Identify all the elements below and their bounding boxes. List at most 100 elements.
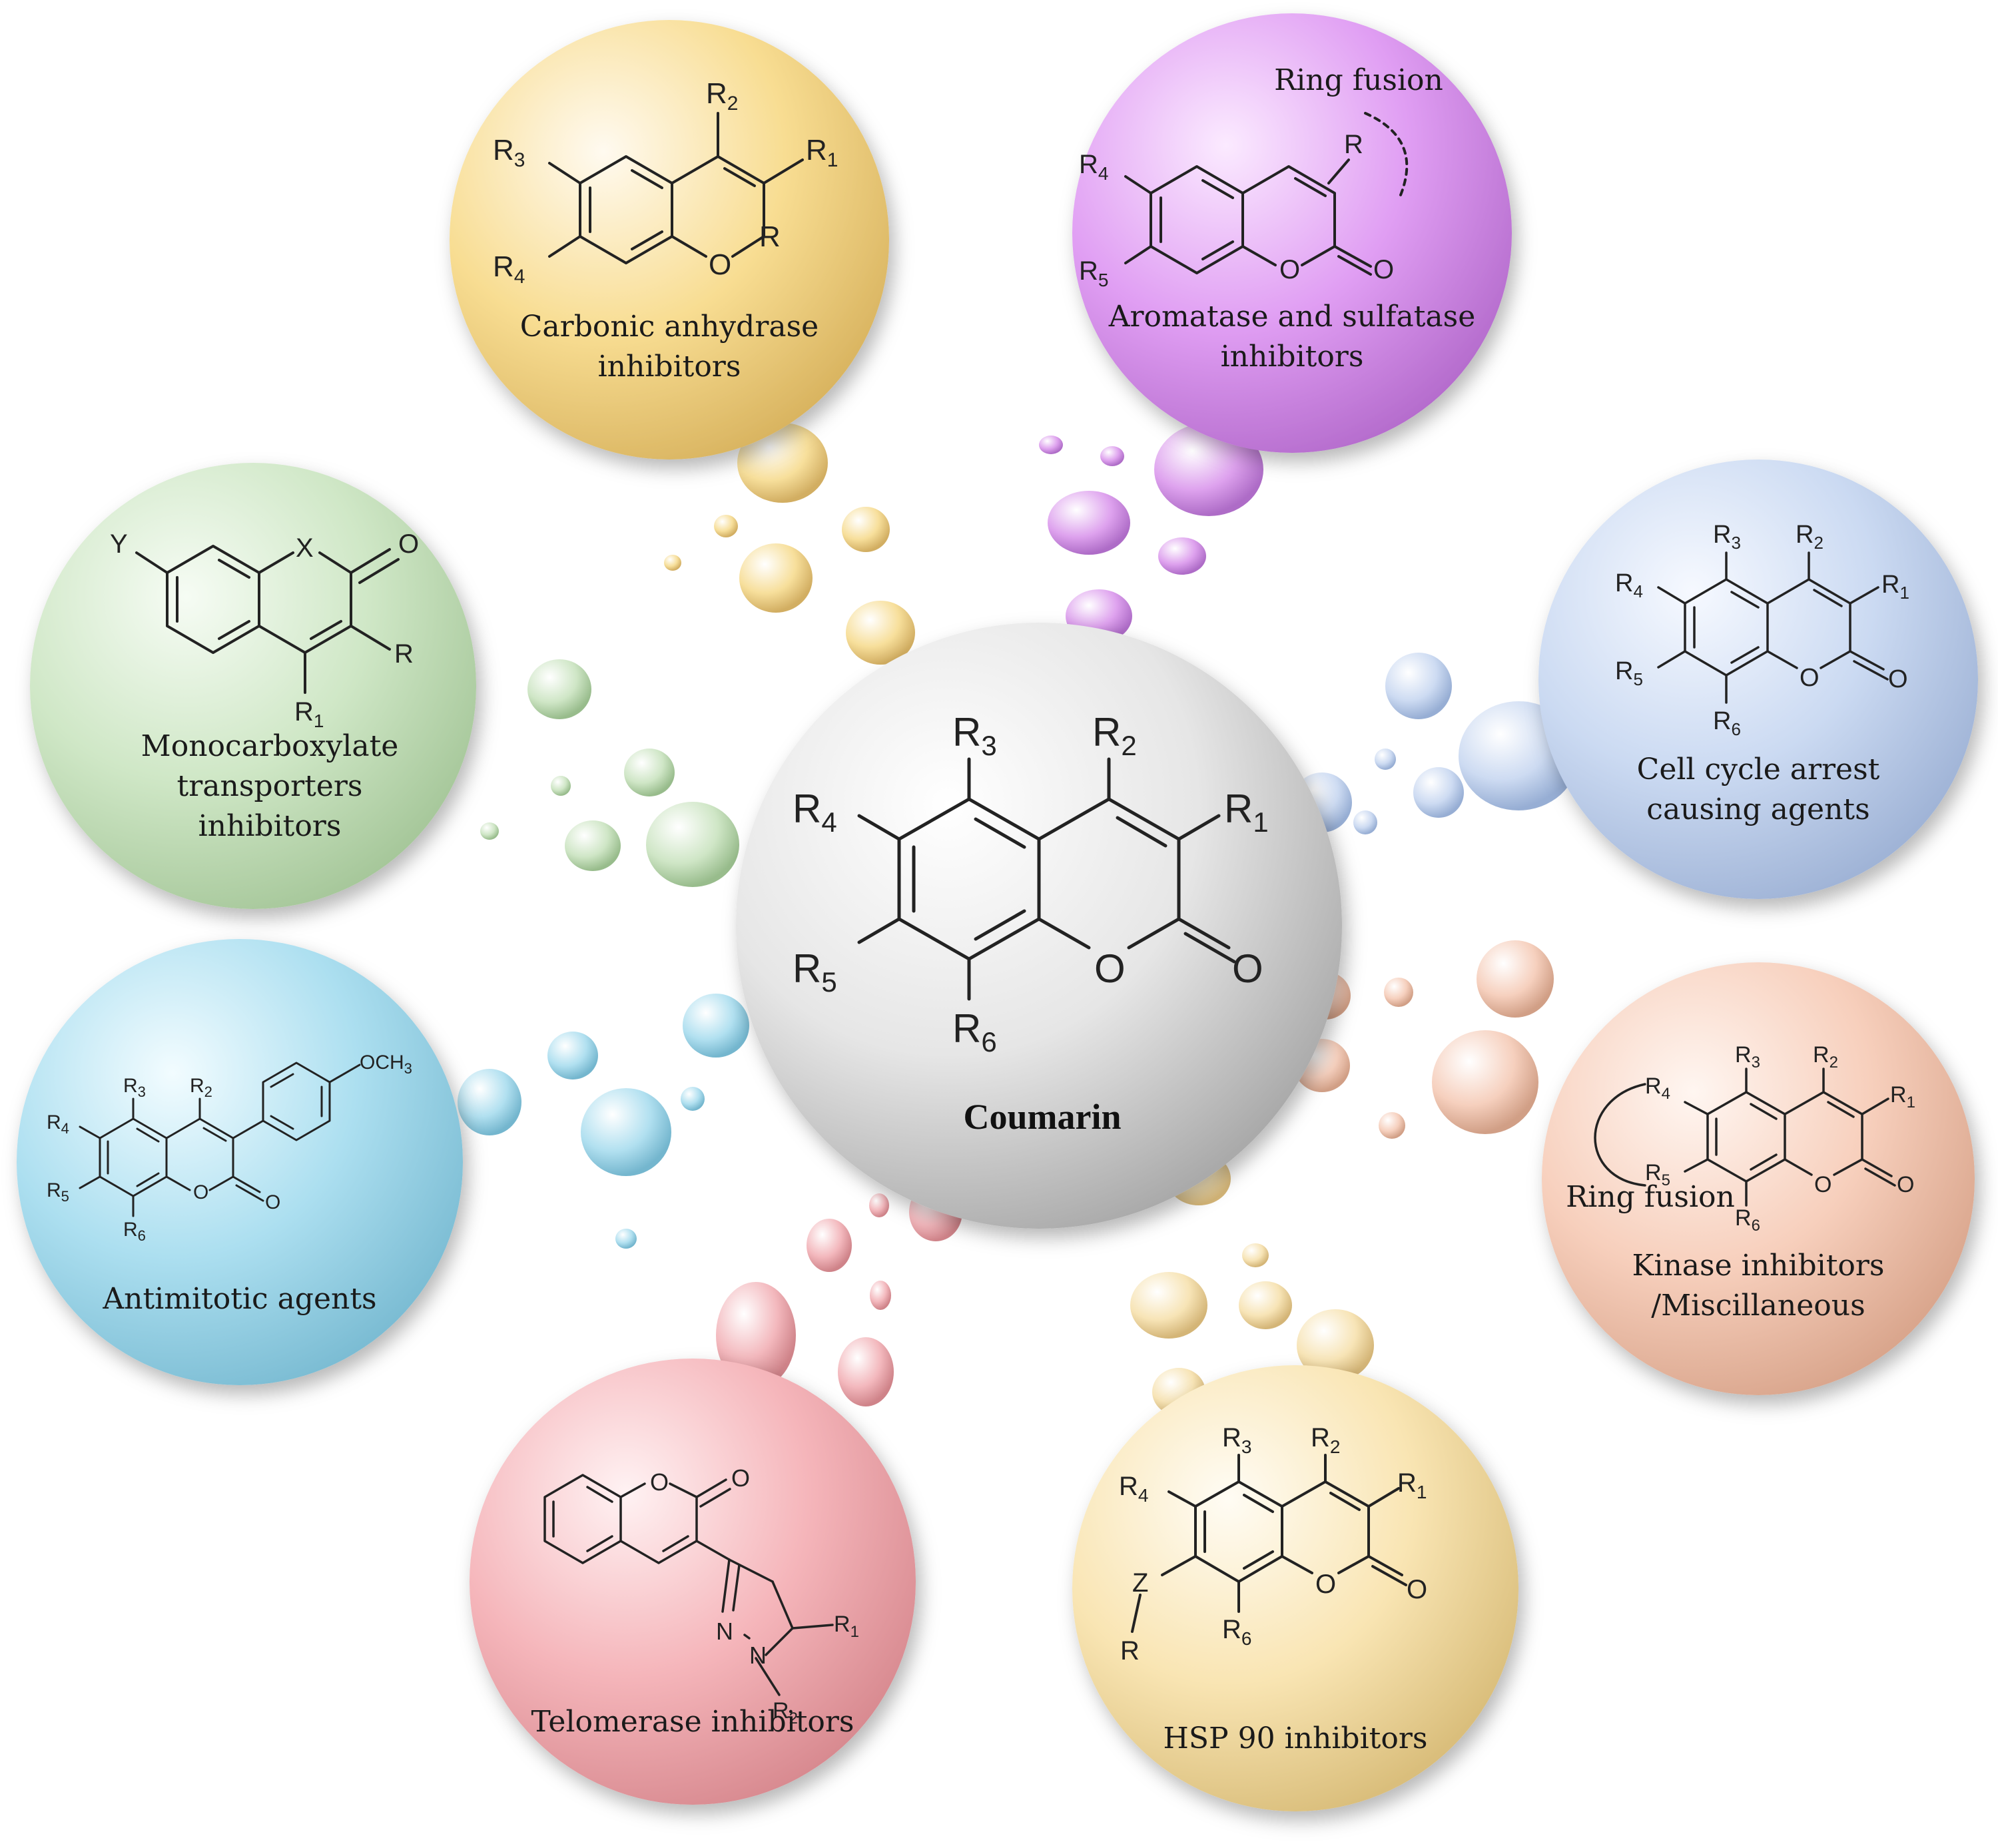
node-hsp90: R3 R2 R1 R4 R6 Z R O O HSP 90 inhibitors — [1072, 1365, 1518, 1811]
bubble — [547, 1032, 598, 1079]
atoms-telomerase: O O N N R1 R2 — [650, 1464, 859, 1727]
atom-subscript: 1 — [850, 1623, 859, 1641]
bubble — [1297, 1309, 1374, 1381]
atom-r2: R — [706, 77, 727, 110]
atom-subscript: 4 — [1138, 1485, 1149, 1506]
structure-carbonic — [548, 112, 804, 264]
atom-r4: R — [1645, 1074, 1662, 1099]
bubble — [716, 1282, 796, 1388]
atom-o-keto: O — [1373, 255, 1394, 284]
label-cell-2: causing agents — [1646, 792, 1869, 826]
bubble — [1379, 1112, 1405, 1139]
atom-o-keto: O — [1407, 1575, 1427, 1604]
structure-kinase — [1594, 1068, 1896, 1207]
atom-r3: R — [952, 710, 981, 755]
atom-o-ring: O — [1814, 1172, 1832, 1197]
svg-text:R2: R2 — [190, 1075, 212, 1100]
svg-text:R4: R4 — [1645, 1074, 1670, 1103]
svg-text:R1: R1 — [1224, 786, 1269, 838]
bubble — [581, 1088, 671, 1176]
atom-r4: R — [793, 786, 821, 831]
atom-o: O — [398, 529, 419, 559]
atoms-carbonic: R2 R1 R3 R4 O R — [493, 77, 838, 288]
atom-subscript: 2 — [204, 1083, 212, 1100]
atom-subscript: 4 — [1098, 163, 1109, 184]
bubble — [807, 1219, 852, 1272]
atom-r2: R — [190, 1075, 204, 1097]
atom-r2: R — [1311, 1423, 1330, 1452]
atom-r5: R — [1079, 256, 1098, 286]
bubble — [551, 776, 571, 796]
structure-monocarboxylate — [135, 545, 400, 694]
bubble — [1239, 1281, 1292, 1329]
svg-text:R2: R2 — [1796, 521, 1824, 553]
bubble — [1432, 1030, 1538, 1134]
node-telomerase: O O N N R1 R2 Telomerase inhibitors — [470, 1359, 916, 1805]
atom-z: Z — [1132, 1568, 1148, 1598]
atom-subscript: 4 — [821, 806, 836, 838]
label-carbonic-1: Carbonic anhydrase — [520, 310, 819, 344]
circle-cellcycle — [1538, 460, 1978, 899]
svg-text:R3: R3 — [123, 1075, 146, 1100]
atoms-aromatase: Ring fusion R R4 R5 O O — [1079, 63, 1443, 290]
atom-r4: R — [493, 250, 514, 283]
atom-r2: R — [1813, 1042, 1830, 1068]
atom-subscript: 4 — [514, 266, 525, 288]
bubble — [681, 1087, 705, 1111]
label-coumarin: Coumarin — [963, 1097, 1121, 1137]
atom-x: X — [296, 533, 314, 563]
atom-subscript: 3 — [981, 730, 996, 761]
node-cell-cycle: R3 R2 R1 R4 R5 R6 O O Cell cycle arrest … — [1538, 460, 1978, 899]
atom-subscript: 1 — [1907, 1093, 1915, 1111]
atom-subscript: 2 — [1330, 1436, 1341, 1457]
bubble — [1130, 1272, 1207, 1339]
bubble — [683, 994, 749, 1058]
atom-subscript: 1 — [827, 149, 838, 171]
atom-subscript: 1 — [1899, 583, 1909, 603]
atom-r6: R — [952, 1006, 981, 1051]
atom-subscript: 4 — [1633, 581, 1642, 601]
atom-och3: OCH — [360, 1052, 404, 1074]
label-kinase-2: /Miscillaneous — [1651, 1289, 1865, 1323]
bubble — [1048, 491, 1130, 555]
atom-r2: R — [773, 1698, 789, 1723]
atom-o-ring: O — [193, 1181, 208, 1203]
node-monocarboxylate: Y X O R R1 Monocarboxylate transporters … — [30, 463, 476, 909]
bubble — [1154, 423, 1263, 516]
atom-r3: R — [1713, 521, 1731, 549]
svg-text:R6: R6 — [1713, 707, 1741, 739]
bubble — [838, 1337, 894, 1406]
svg-text:R1: R1 — [806, 134, 838, 171]
atom-subscript: 3 — [1752, 1054, 1760, 1072]
bubble — [869, 1193, 889, 1217]
atom-o-keto: O — [731, 1464, 750, 1492]
atom-subscript: 1 — [1253, 806, 1268, 838]
atom-r1: R — [1881, 571, 1899, 599]
atom-subscript: 1 — [1417, 1482, 1427, 1502]
atom-o-ring: O — [1315, 1570, 1336, 1599]
bubble — [1384, 978, 1413, 1007]
atom-r1: R — [834, 1612, 850, 1637]
svg-text:R2: R2 — [1813, 1042, 1838, 1072]
atom-subscript: 3 — [404, 1060, 412, 1077]
svg-text:R5: R5 — [1615, 657, 1643, 689]
atom-o-ring: O — [650, 1468, 669, 1496]
bubble — [646, 802, 739, 887]
circle-center — [736, 623, 1342, 1229]
atom-r2: R — [1796, 521, 1814, 549]
svg-text:R4: R4 — [47, 1111, 69, 1137]
atom-r1: R — [1397, 1468, 1417, 1498]
atoms-hsp90: R3 R2 R1 R4 R6 Z R O O — [1119, 1423, 1427, 1666]
atom-r4: R — [47, 1111, 61, 1133]
svg-text:OCH3: OCH3 — [360, 1052, 412, 1077]
bubble — [1477, 940, 1554, 1018]
structure-antimitotic — [79, 1062, 361, 1217]
atoms-coumarin: R3 R2 R1 R4 R5 R6 O O — [793, 710, 1269, 1058]
label-aromatase-2: inhibitors — [1221, 340, 1364, 374]
label-kinase-1: Kinase inhibitors — [1632, 1249, 1885, 1283]
atom-o-ring: O — [1279, 255, 1300, 284]
atom-r3: R — [123, 1075, 138, 1097]
atom-r4: R — [1615, 569, 1633, 597]
bubble — [1242, 1243, 1269, 1267]
node-aromatase-sulfatase: Ring fusion R R4 R5 O O Aromatase and su… — [1072, 13, 1512, 453]
